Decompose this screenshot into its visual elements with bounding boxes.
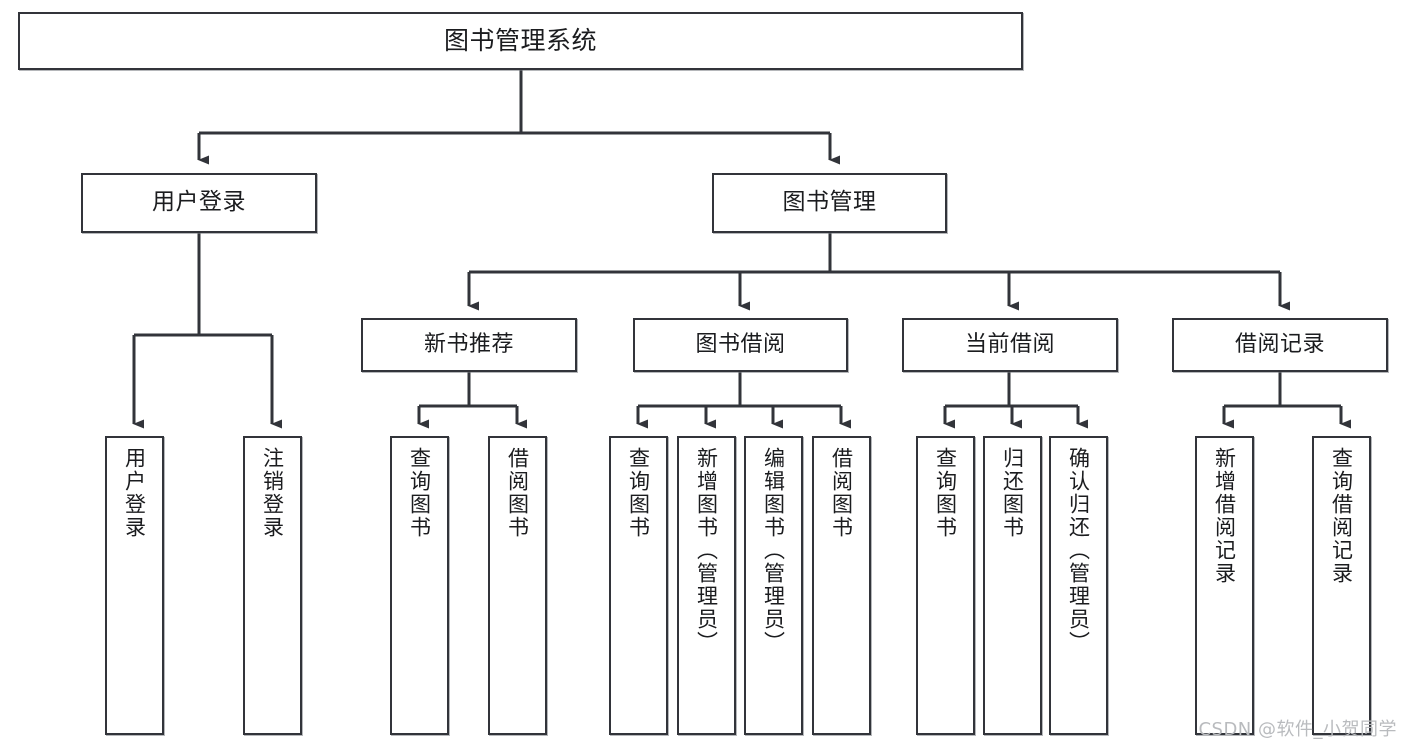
node-leaf-borrow-book-2[interactable]: 借阅图书	[812, 436, 871, 735]
node-leaf-query-book-2[interactable]: 查询图书	[609, 436, 668, 735]
node-leaf-add-book-label: 新增图书（管理员）	[694, 447, 719, 654]
node-book-borrow-label: 图书借阅	[695, 331, 786, 357]
node-borrow-record[interactable]: 借阅记录	[1172, 318, 1388, 372]
node-leaf-borrow-book-1[interactable]: 借阅图书	[488, 436, 547, 735]
node-borrow-record-label: 借阅记录	[1234, 331, 1325, 357]
node-current-borrow-label: 当前借阅	[964, 331, 1055, 357]
node-new-book-rec[interactable]: 新书推荐	[361, 318, 577, 372]
node-leaf-query-book-2-label: 查询图书	[626, 447, 651, 539]
node-leaf-add-record-label: 新增借阅记录	[1212, 447, 1237, 585]
node-book-borrow[interactable]: 图书借阅	[633, 318, 848, 372]
node-book-manage-label: 图书管理	[782, 189, 877, 216]
node-user-login[interactable]: 用户登录	[81, 173, 317, 233]
node-leaf-add-book[interactable]: 新增图书（管理员）	[677, 436, 736, 735]
node-root-label: 图书管理系统	[443, 26, 597, 55]
node-book-manage[interactable]: 图书管理	[712, 173, 947, 233]
watermark: CSDN @软件_小贺同学	[1198, 719, 1397, 740]
node-new-book-rec-label: 新书推荐	[423, 331, 514, 357]
node-leaf-query-book-1[interactable]: 查询图书	[390, 436, 449, 735]
node-leaf-borrow-book-2-label: 借阅图书	[829, 447, 854, 539]
node-leaf-add-record[interactable]: 新增借阅记录	[1195, 436, 1254, 735]
node-leaf-return-book[interactable]: 归还图书	[983, 436, 1042, 735]
node-leaf-query-book-3[interactable]: 查询图书	[916, 436, 975, 735]
node-leaf-edit-book[interactable]: 编辑图书（管理员）	[744, 436, 803, 735]
node-leaf-return-book-label: 归还图书	[1000, 447, 1025, 539]
node-leaf-query-record-label: 查询借阅记录	[1329, 447, 1354, 585]
node-leaf-confirm-return-label: 确认归还（管理员）	[1066, 447, 1091, 654]
node-leaf-edit-book-label: 编辑图书（管理员）	[761, 447, 786, 654]
node-leaf-query-book-3-label: 查询图书	[933, 447, 958, 539]
node-leaf-query-record[interactable]: 查询借阅记录	[1312, 436, 1371, 735]
node-user-login-label: 用户登录	[152, 189, 246, 216]
node-leaf-borrow-book-1-label: 借阅图书	[505, 447, 530, 539]
node-leaf-user-login-label: 用户登录	[122, 447, 147, 539]
node-leaf-confirm-return[interactable]: 确认归还（管理员）	[1049, 436, 1108, 735]
node-leaf-query-book-1-label: 查询图书	[407, 447, 432, 539]
node-leaf-user-login[interactable]: 用户登录	[105, 436, 164, 735]
node-root[interactable]: 图书管理系统	[18, 12, 1023, 70]
node-leaf-user-logout[interactable]: 注销登录	[243, 436, 302, 735]
node-current-borrow[interactable]: 当前借阅	[902, 318, 1118, 372]
node-leaf-user-logout-label: 注销登录	[260, 447, 285, 539]
